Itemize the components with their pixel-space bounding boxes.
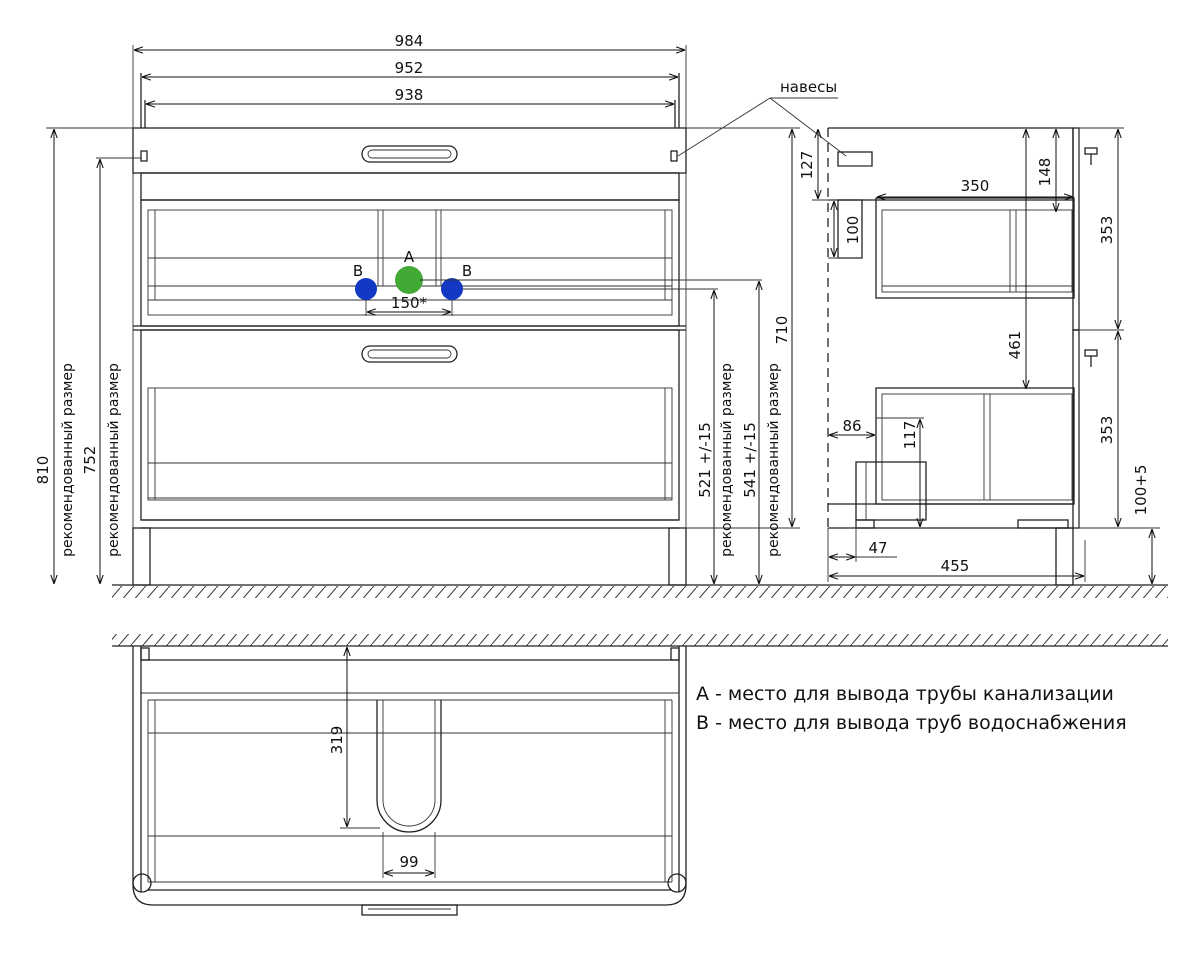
legend-a: A - место для вывода трубы канализации — [696, 683, 1114, 705]
front-dimensions — [46, 50, 847, 584]
leg-left — [132, 527, 151, 586]
hinge-left — [140, 150, 148, 162]
recommended-label-2: рекомендованный размер — [106, 363, 122, 557]
dim-148: 148 — [1036, 158, 1054, 187]
side-view — [827, 127, 1098, 586]
plan-view — [112, 634, 1168, 916]
dim-117: 117 — [901, 421, 919, 450]
side-dimensions — [812, 127, 1160, 584]
point-b-water-left — [355, 278, 377, 300]
dim-455: 455 — [941, 557, 970, 575]
dim-952: 952 — [395, 59, 424, 77]
lower-drawer-handle — [361, 345, 458, 363]
dim-461: 461 — [1006, 331, 1024, 360]
dim-47: 47 — [868, 539, 887, 557]
point-a-label: A — [404, 248, 415, 266]
point-b-label-left: B — [353, 262, 363, 280]
plan-leg-left — [132, 873, 152, 893]
dim-86: 86 — [842, 417, 861, 435]
recommended-label-1: рекомендованный размер — [60, 363, 76, 557]
dim-938: 938 — [395, 86, 424, 104]
leg-right — [668, 527, 687, 586]
top-drawer-handle — [361, 145, 458, 163]
dim-150: 150* — [391, 294, 428, 312]
legend-b: B - место для вывода труб водоснабжения — [696, 712, 1127, 734]
dim-350: 350 — [961, 177, 990, 195]
dim-984: 984 — [395, 32, 424, 50]
dim-353-top: 353 — [1098, 216, 1116, 245]
hinge-right — [670, 150, 678, 162]
dim-810: 810 — [34, 456, 52, 485]
recommended-label-4: рекомендованный размер — [766, 363, 782, 557]
dim-100-5: 100+5 — [1132, 465, 1150, 516]
dim-353-bottom: 353 — [1098, 416, 1116, 445]
dim-541: 541 +/-15 — [741, 422, 759, 498]
point-a-sewage — [395, 266, 423, 294]
recommended-label-3: рекомендованный размер — [719, 363, 735, 557]
dim-99: 99 — [399, 853, 418, 871]
dim-752: 752 — [81, 446, 99, 475]
dim-710: 710 — [773, 316, 791, 345]
plan-handle — [361, 904, 458, 916]
point-b-water-right — [441, 278, 463, 300]
front-view — [132, 45, 762, 586]
dim-319: 319 — [328, 726, 346, 755]
plan-leg-right — [667, 873, 687, 893]
dim-100: 100 — [844, 216, 862, 245]
floor-front — [112, 584, 1168, 598]
countertop-front — [132, 127, 687, 174]
dim-127: 127 — [798, 151, 816, 180]
hinges-label: навесы — [780, 78, 837, 96]
dim-521: 521 +/-15 — [696, 422, 714, 498]
point-b-label-right: B — [462, 262, 472, 280]
siphon-cutout — [376, 700, 442, 833]
